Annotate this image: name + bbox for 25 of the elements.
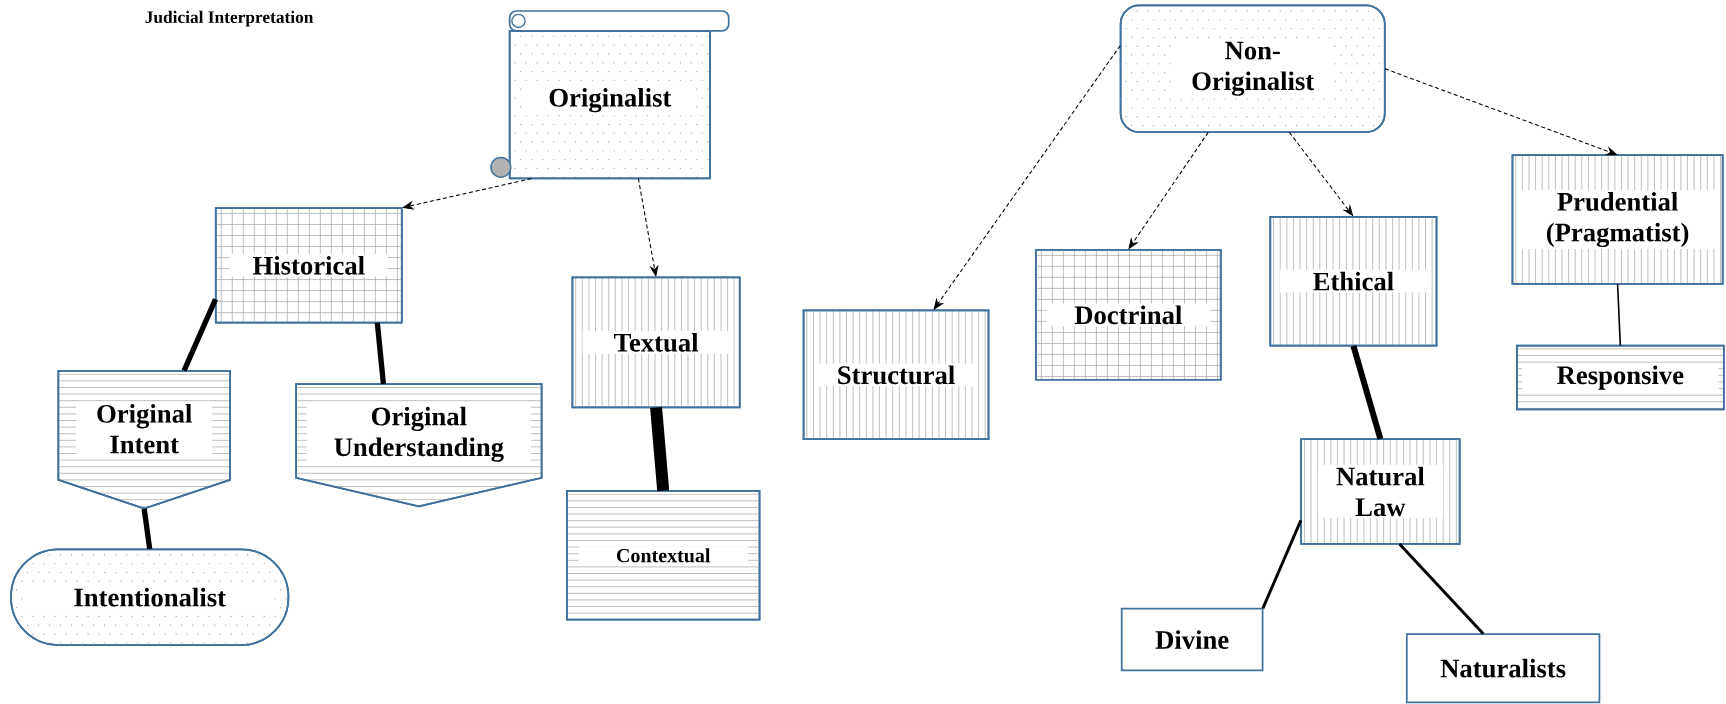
connector-line bbox=[1350, 344, 1384, 440]
process-box: Contextual bbox=[566, 489, 761, 621]
connector-line bbox=[374, 322, 387, 384]
process-box: Responsive bbox=[1516, 344, 1725, 411]
process-box: Prudential (Pragmatist) bbox=[1511, 154, 1724, 285]
pentagon-box: Original Understanding bbox=[295, 383, 543, 507]
connector-line bbox=[1261, 519, 1303, 609]
connector-line bbox=[181, 297, 218, 372]
process-box: Historical bbox=[214, 206, 403, 324]
rounded-box: Non- Originalist bbox=[1119, 4, 1386, 133]
connector-line bbox=[141, 508, 153, 550]
connector-line bbox=[650, 406, 670, 491]
connector-line bbox=[1616, 283, 1622, 346]
connector-line bbox=[1398, 542, 1485, 635]
process-box: Natural Law bbox=[1300, 438, 1461, 545]
arrow bbox=[402, 177, 532, 210]
process-box: Ethical bbox=[1269, 215, 1438, 347]
process-box: Naturalists bbox=[1405, 632, 1601, 703]
process-box: Doctrinal bbox=[1034, 248, 1222, 381]
pentagon-box: Original Intent bbox=[57, 369, 231, 510]
title: Judicial Interpretation bbox=[145, 10, 314, 27]
arrow bbox=[933, 44, 1121, 310]
process-box: Structural bbox=[802, 309, 990, 440]
process-box: Textual bbox=[571, 276, 741, 408]
process-box: Divine bbox=[1120, 607, 1264, 671]
